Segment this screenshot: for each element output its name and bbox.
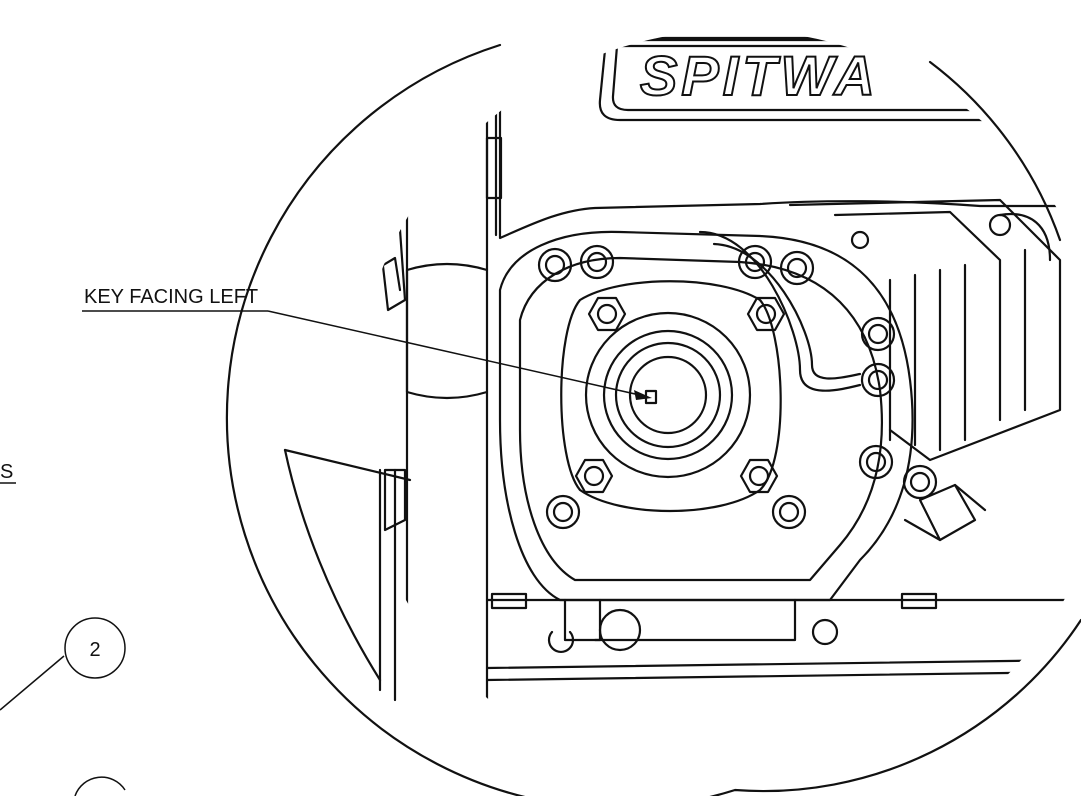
screw (579, 244, 615, 280)
bolt-hex (746, 296, 786, 332)
output-shaft (584, 311, 752, 479)
bolt-hex (587, 296, 627, 332)
side-connector (903, 483, 987, 542)
mounting-flange (560, 280, 782, 513)
screw (779, 250, 815, 286)
key-callout: KEY FACING LEFT (82, 286, 652, 400)
frame-tube (405, 58, 489, 790)
base-plate (485, 592, 1081, 682)
partial-label: S (0, 461, 16, 484)
partial-balloon (74, 776, 126, 796)
balloon-2-circle (64, 617, 126, 679)
screw (860, 362, 896, 398)
partial-label-text: S (0, 461, 13, 483)
screw (545, 494, 581, 530)
balloon-2-number: 2 (89, 639, 100, 661)
bolt-hex (574, 458, 614, 494)
balloon-2-leader (0, 655, 65, 711)
screw (537, 247, 573, 283)
fuel-line (698, 230, 862, 392)
brand-logo-plate: SPITWA (598, 30, 1002, 122)
engine-detail: SPITWA (373, 30, 1081, 790)
screw (737, 244, 773, 280)
screw (858, 444, 894, 480)
detail-circle-boundary (225, 43, 1081, 796)
outside-geometry (0, 448, 412, 796)
small-holes (850, 213, 1012, 250)
crankcase-screws (537, 244, 938, 530)
screw (860, 316, 896, 352)
key-callout-label: KEY FACING LEFT (84, 286, 258, 308)
crankcase (498, 230, 914, 642)
bolt-hex (739, 458, 779, 494)
screw (902, 464, 938, 500)
key-callout-leader (267, 310, 645, 397)
cylinder-block (788, 198, 1062, 462)
flange-bolts (574, 296, 786, 494)
brand-logo-text: SPITWA (640, 44, 879, 107)
screw (771, 494, 807, 530)
key-callout-arrowhead (634, 390, 652, 400)
balloon-2: 2 (64, 617, 126, 679)
